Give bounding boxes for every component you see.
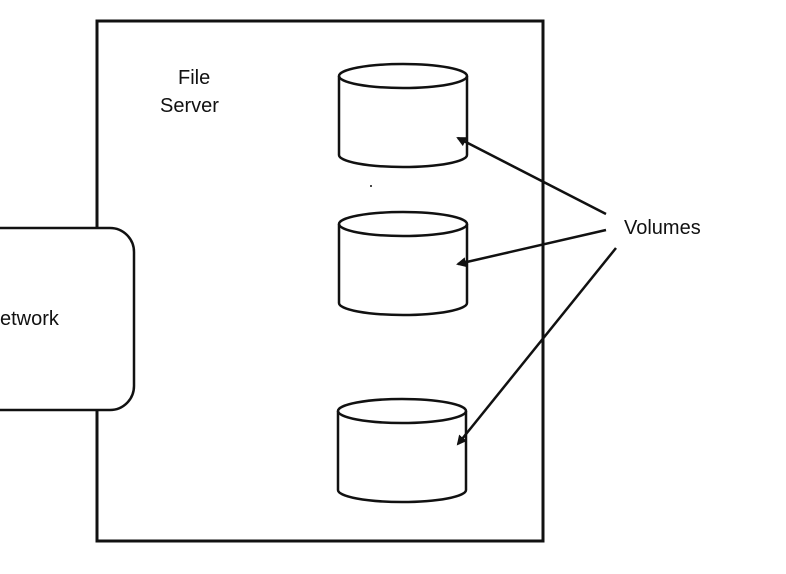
volume-cylinder [337,210,469,317]
network-label: etwork [0,308,60,330]
arrow-to-top-volume [456,136,607,216]
speck [370,185,372,187]
network-box [0,226,136,412]
file-server-label-line2: Server [160,95,219,117]
arrow-to-bottom-volume [456,247,617,446]
volumes-label: Volumes [624,217,701,239]
arrow-to-middle-volume [456,228,607,268]
volume-cylinder [336,397,468,504]
volume-cylinder [337,62,469,169]
file-server-label-line1: File [178,67,210,89]
